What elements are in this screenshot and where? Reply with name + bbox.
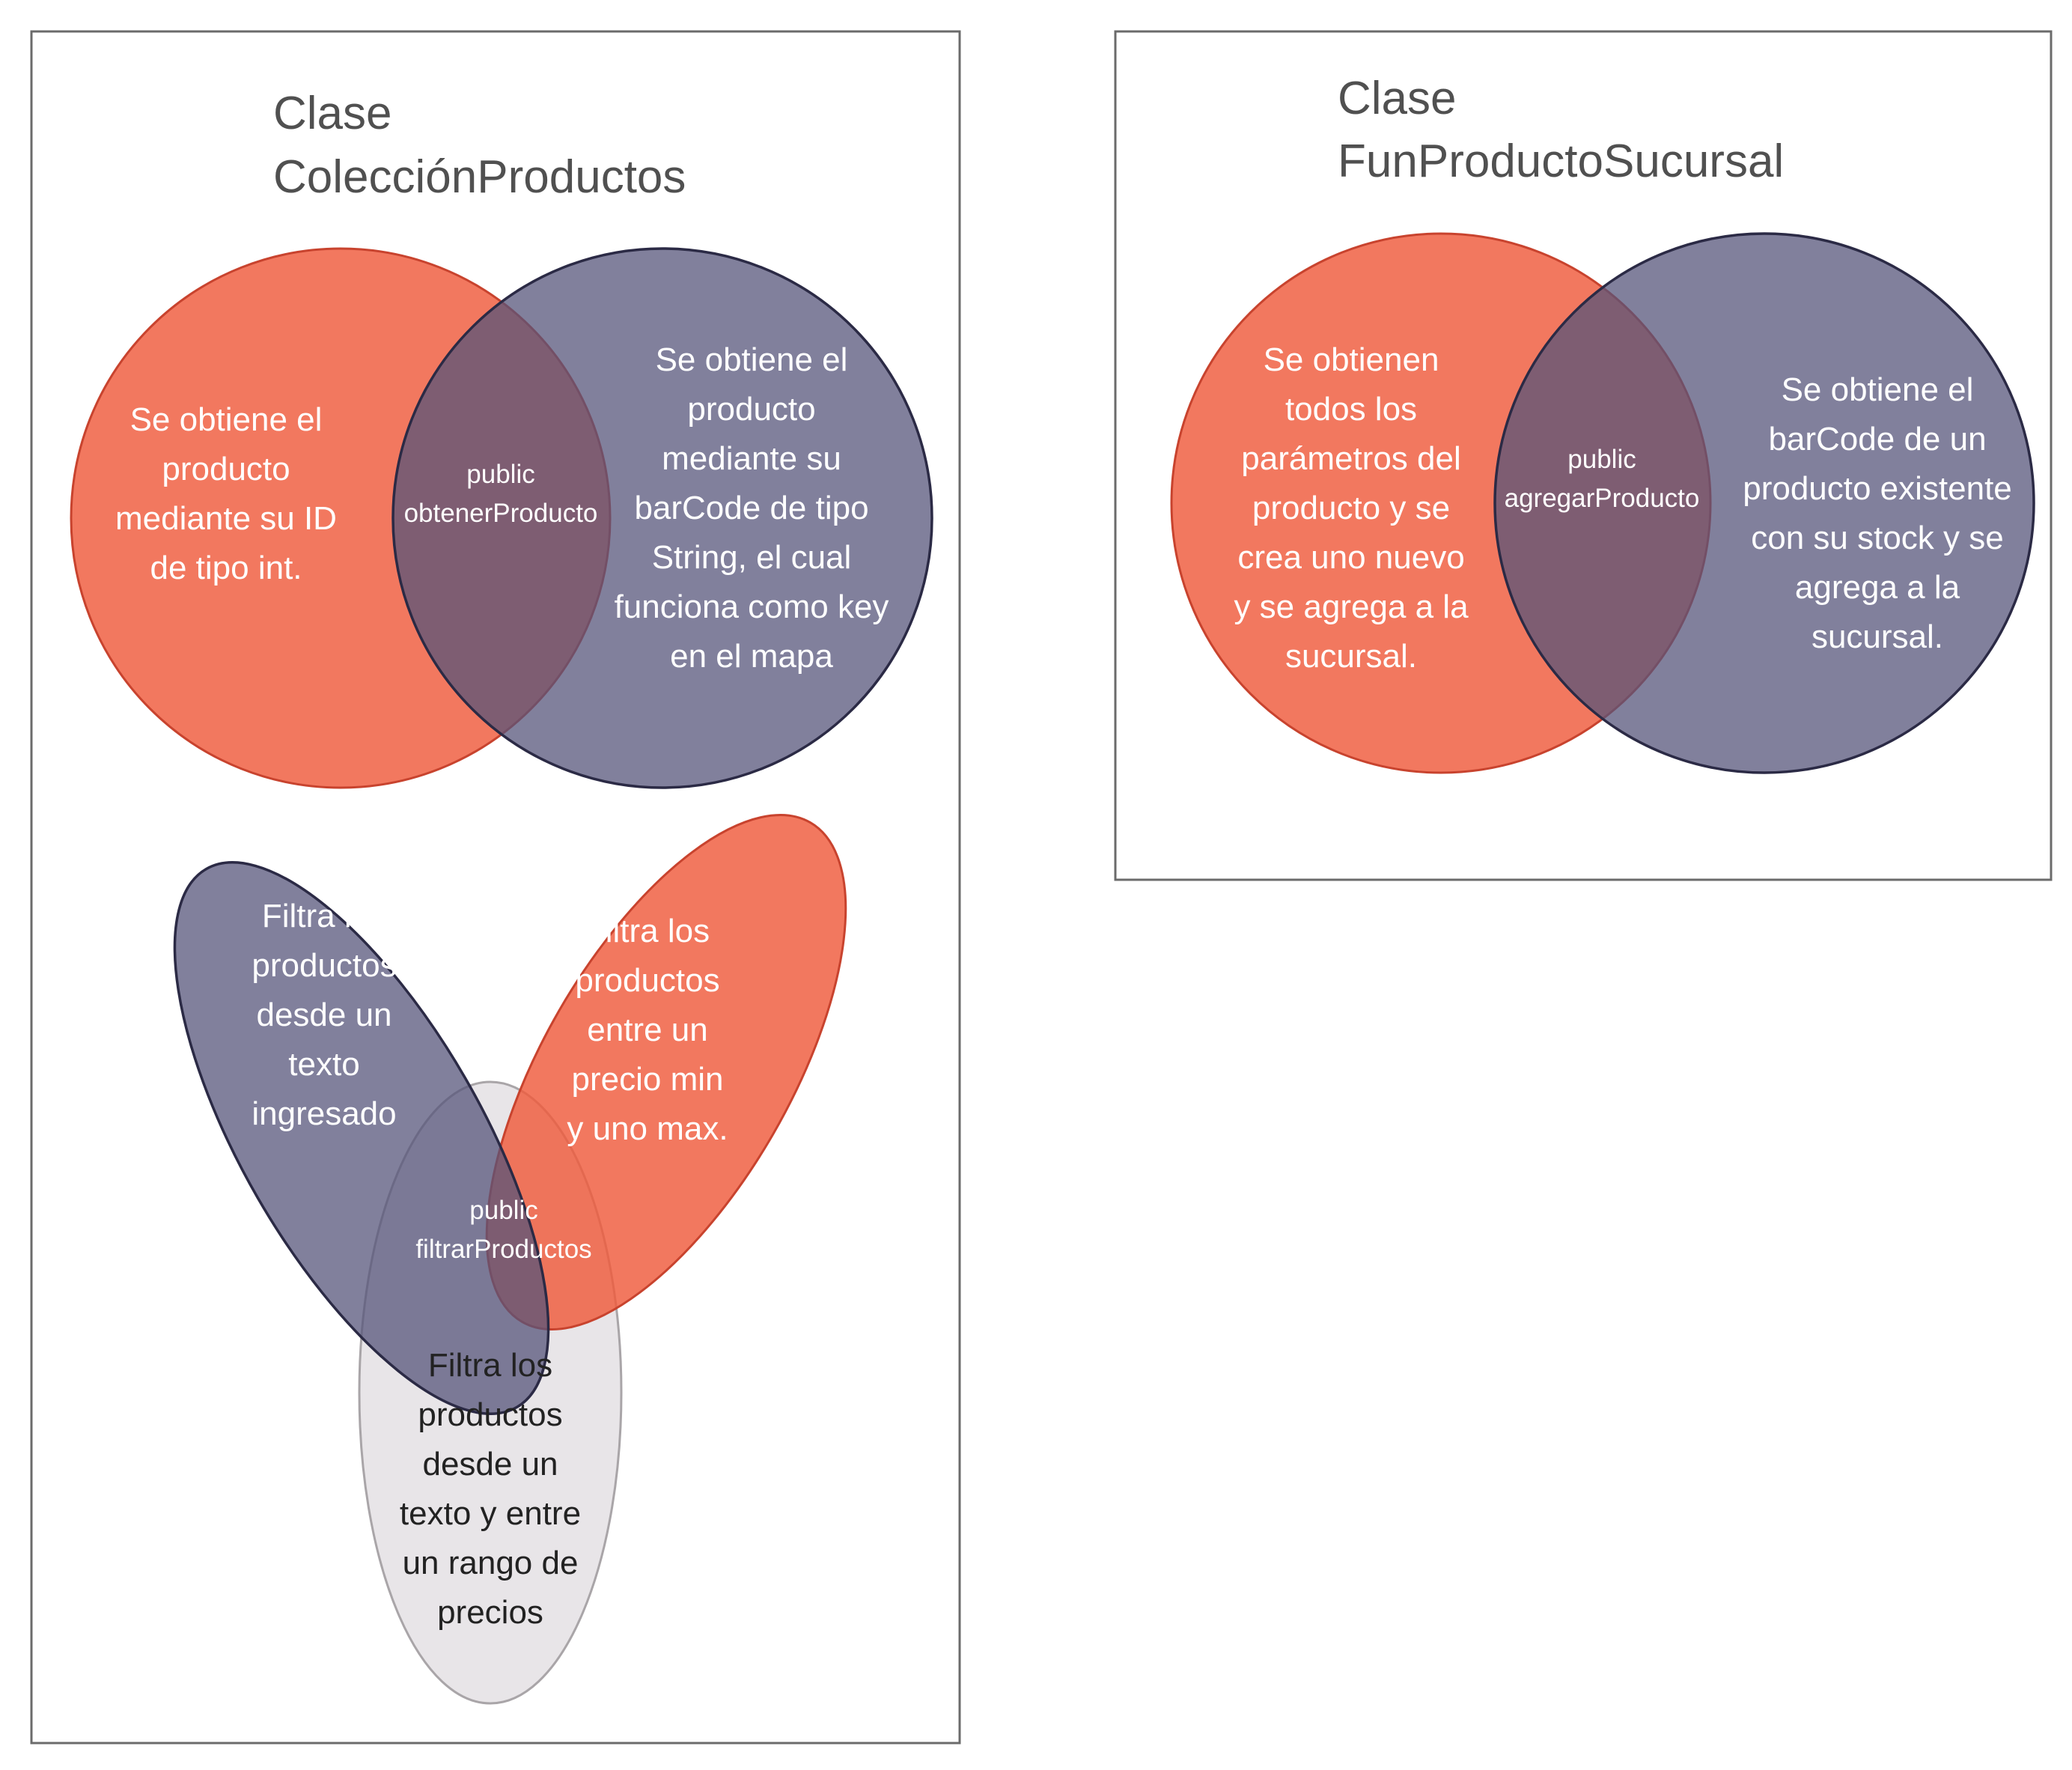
text-line: ingresado <box>252 1095 396 1132</box>
fun-panel: Clase FunProductoSucursal Se obtienen tod… <box>1114 30 2053 881</box>
coleccion-title-line1: Clase <box>273 88 392 139</box>
text-line: texto y entre <box>400 1495 581 1532</box>
text-line: Filtra los <box>585 913 710 949</box>
text-line: barCode de tipo <box>634 490 868 526</box>
agregar-venn: Se obtienen todos los parámetros del produc… <box>1170 232 2035 774</box>
filtrar-texto-text: Filtra los productos desde un texto ingresad… <box>252 898 396 1132</box>
text-line: public <box>469 1196 537 1225</box>
text-line: funciona como key <box>615 589 889 625</box>
filtrar-rango-text: Filtra los productos desde un texto y entre… <box>400 1347 581 1631</box>
filtrar-precio-text: Filtra los productos entre un precio min y u… <box>567 913 728 1147</box>
obtener-barcode-text: Se obtiene el producto mediante su barCode … <box>615 341 889 675</box>
coleccion-title-line2: ColecciónProductos <box>273 151 686 203</box>
agregar-existente-text: Se obtiene el barCode de un producto exist… <box>1743 371 2012 655</box>
text-line: de tipo int. <box>150 550 302 586</box>
filtrar-texto-ellipse <box>173 861 550 1415</box>
text-line: barCode de un <box>1768 421 1986 457</box>
text-line: producto y se <box>1252 490 1450 526</box>
obtener-id-text: Se obtiene el producto mediante su ID de ti… <box>115 401 337 586</box>
text-line: desde un <box>256 997 391 1033</box>
text-line: Filtra los <box>428 1347 552 1384</box>
obtener-venn: Se obtiene el producto mediante su ID de ti… <box>70 247 933 789</box>
text-line: precio min <box>572 1061 724 1098</box>
text-line: Se obtienen <box>1264 341 1439 378</box>
text-line: productos <box>575 962 719 999</box>
text-line: precios <box>437 1594 543 1631</box>
text-line: filtrarProductos <box>415 1235 591 1264</box>
text-line: obtenerProducto <box>404 499 598 528</box>
text-line: sucursal. <box>1285 638 1417 675</box>
text-line: Se obtiene el <box>130 401 323 438</box>
text-line: entre un <box>587 1012 707 1048</box>
text-line: mediante su <box>662 440 841 477</box>
agregar-overlap-text: public agregarProducto <box>1505 445 1700 513</box>
fun-title-line1: Clase <box>1338 73 1457 124</box>
text-line: un rango de <box>403 1545 579 1581</box>
text-line: producto <box>687 391 815 428</box>
text-line: String, el cual <box>652 539 852 576</box>
agregar-nuevo-text: Se obtienen todos los parámetros del produc… <box>1234 341 1469 675</box>
text-line: producto <box>162 451 290 487</box>
text-line: con su stock y se <box>1751 520 2003 556</box>
filtrar-overlap-text: public filtrarProductos <box>415 1196 591 1264</box>
text-line: y uno max. <box>567 1110 728 1147</box>
coleccion-panel: Clase ColecciónProductos Se obtiene el pr… <box>30 30 961 1745</box>
text-line: sucursal. <box>1812 618 1943 655</box>
text-line: en el mapa <box>670 638 833 675</box>
obtener-barcode-circle <box>391 247 933 789</box>
text-line: Filtra los <box>262 898 386 934</box>
text-line: texto <box>288 1046 359 1083</box>
text-line: agregarProducto <box>1505 484 1700 513</box>
obtener-overlap-text: public obtenerProducto <box>404 460 598 528</box>
filtrar-venn: Filtra los productos desde un texto ingresad… <box>173 814 847 1705</box>
text-line: Se obtiene el <box>1782 371 1974 408</box>
text-line: productos <box>418 1396 562 1433</box>
text-line: public <box>1567 445 1636 474</box>
agregar-existente-circle <box>1493 232 2035 774</box>
text-line: y se agrega a la <box>1234 589 1469 625</box>
text-line: crea uno nuevo <box>1237 539 1464 576</box>
text-line: mediante su ID <box>115 500 337 537</box>
fun-title-line2: FunProductoSucursal <box>1338 136 1784 187</box>
text-line: public <box>466 460 534 489</box>
text-line: agrega a la <box>1795 569 1960 606</box>
text-line: parámetros del <box>1241 440 1460 477</box>
text-line: todos los <box>1285 391 1417 428</box>
text-line: desde un <box>422 1446 558 1482</box>
text-line: producto existente <box>1743 470 2012 507</box>
text-line: Se obtiene el <box>656 341 848 378</box>
text-line: productos <box>252 947 396 984</box>
